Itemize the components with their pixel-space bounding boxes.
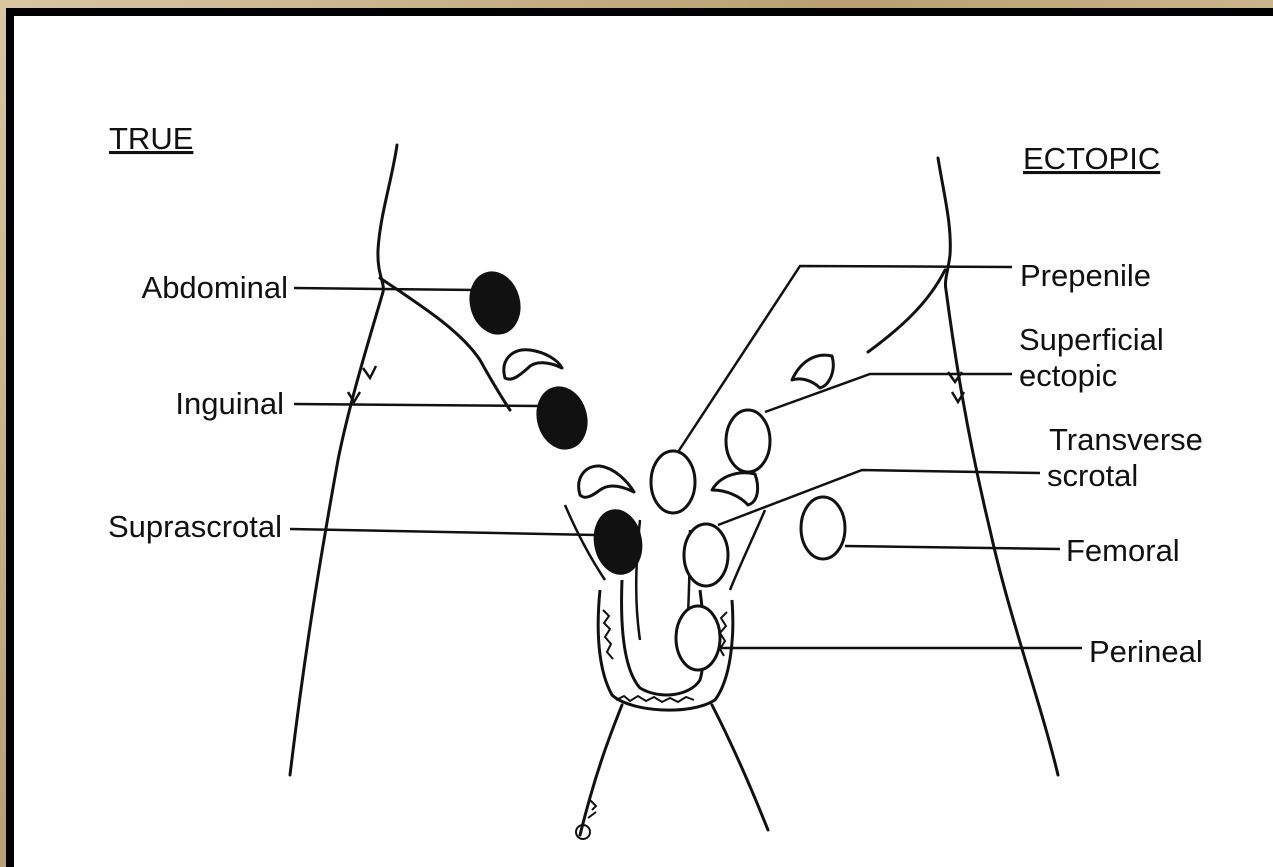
- label-prepenile: Prepenile: [1020, 258, 1151, 293]
- perineal-testis: [676, 606, 720, 670]
- label-superficial-ectopic-2: ectopic: [1019, 358, 1117, 393]
- label-transverse-scrotal-1: Transverse: [1049, 422, 1203, 457]
- label-perineal: Perineal: [1089, 634, 1203, 669]
- heading-ectopic: ECTOPIC: [1023, 141, 1160, 176]
- femoral-testis: [801, 497, 845, 559]
- label-transverse-scrotal-2: scrotal: [1047, 458, 1138, 493]
- label-superficial-ectopic-1: Superficial: [1019, 322, 1164, 357]
- label-inguinal: Inguinal: [175, 386, 284, 421]
- superficial-ectopic-testis: [726, 410, 770, 472]
- heading-true: TRUE: [109, 121, 193, 156]
- label-suprascrotal: Suprascrotal: [108, 509, 282, 544]
- prepenile-testis: [651, 451, 695, 513]
- transverse-scrotal-testis: [684, 524, 728, 586]
- label-femoral: Femoral: [1066, 533, 1180, 568]
- label-abdominal: Abdominal: [142, 270, 288, 305]
